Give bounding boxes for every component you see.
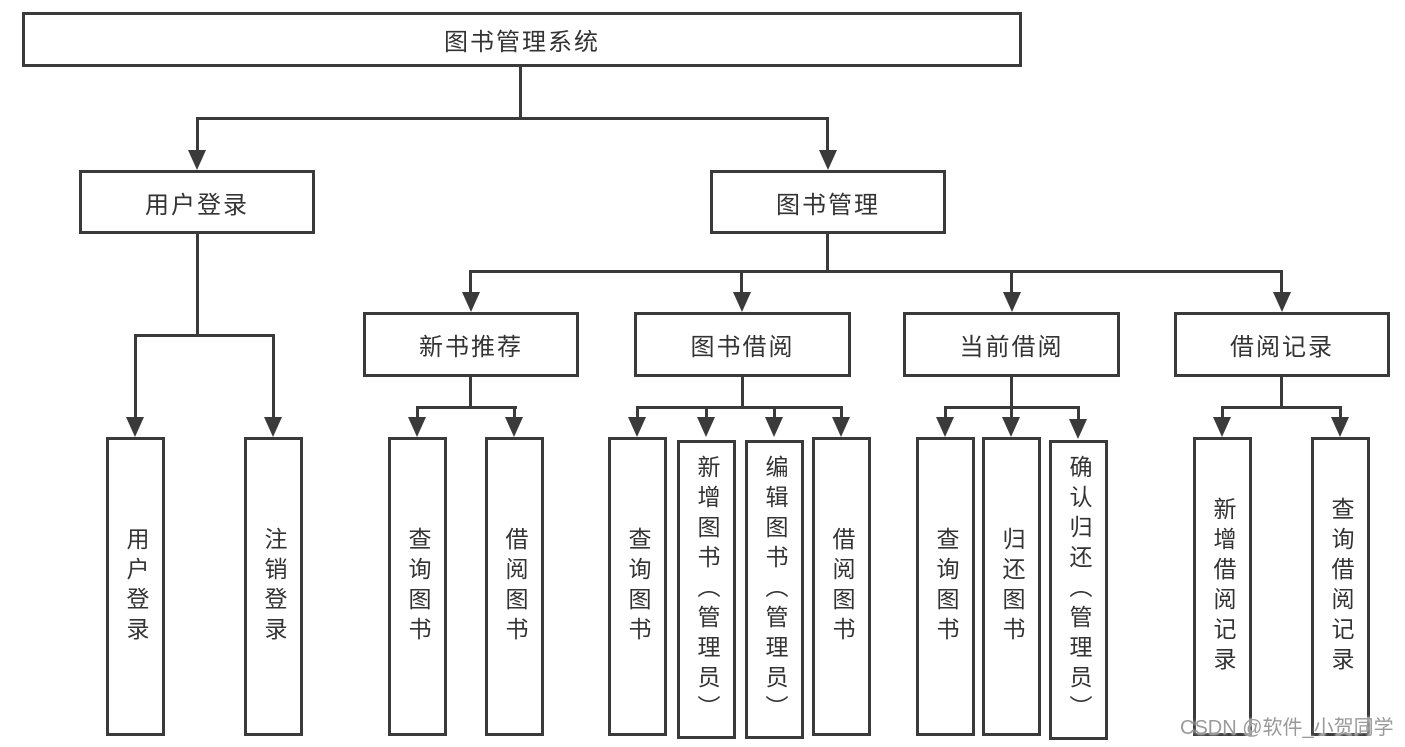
connector-line	[196, 117, 829, 120]
node-label: 编辑图书（管理员）	[762, 454, 788, 725]
node-label: 图书管理	[776, 191, 880, 219]
leaf-add-books-admin: 新增图书（管理员）	[677, 440, 736, 739]
leaf-add-borrow-record: 新增借阅记录	[1193, 437, 1252, 736]
connector-arrow-icon	[697, 417, 715, 437]
connector-line	[1077, 406, 1080, 419]
connector-line	[741, 377, 744, 408]
connector-line	[636, 406, 639, 419]
connector-line	[272, 334, 275, 419]
connector-line	[1010, 406, 1013, 419]
leaf-borrow-books-recommend: 借阅图书	[485, 437, 544, 736]
leaf-return-books: 归还图书	[982, 437, 1041, 736]
connector-arrow-icon	[264, 417, 282, 437]
connector-arrow-icon	[1069, 419, 1087, 439]
connector-arrow-icon	[936, 417, 954, 437]
connector-arrow-icon	[733, 292, 751, 312]
connector-arrow-icon	[505, 417, 523, 437]
connector-arrow-icon	[1213, 417, 1231, 437]
node-label: 图书管理系统	[444, 29, 600, 56]
connector-line	[513, 406, 516, 419]
connector-arrow-icon	[765, 417, 783, 437]
leaf-user-login: 用户登录	[106, 437, 165, 736]
node-label: 用户登录	[145, 191, 249, 219]
connector-line	[1221, 406, 1342, 409]
node-label: 新增借阅记录	[1210, 496, 1236, 677]
leaf-query-borrow-record: 查询借阅记录	[1311, 437, 1370, 736]
leaf-borrow-books-borrowing: 借阅图书	[812, 437, 871, 736]
connector-arrow-icon	[408, 417, 426, 437]
node-new-book-recommendation: 新书推荐	[363, 312, 579, 377]
leaf-logout: 注销登录	[244, 437, 303, 736]
connector-line	[1280, 270, 1283, 294]
connector-line	[416, 406, 419, 419]
leaf-query-books-current: 查询图书	[916, 437, 975, 736]
connector-line	[519, 67, 522, 120]
connector-line	[1339, 406, 1342, 419]
connector-arrow-icon	[126, 417, 144, 437]
connector-arrow-icon	[1003, 292, 1021, 312]
connector-line	[840, 406, 843, 419]
connector-line	[469, 270, 472, 294]
node-borrowing-records: 借阅记录	[1174, 312, 1390, 377]
node-label: 新增图书（管理员）	[694, 454, 720, 725]
connector-line	[134, 334, 275, 337]
connector-line	[705, 406, 708, 419]
node-label: 用户登录	[123, 526, 149, 647]
connector-arrow-icon	[819, 150, 837, 170]
connector-line	[196, 234, 199, 337]
connector-line	[1010, 270, 1013, 294]
connector-line	[134, 334, 137, 419]
connector-line	[740, 270, 743, 294]
connector-line	[826, 117, 829, 153]
connector-line	[1010, 377, 1013, 408]
connector-line	[773, 406, 776, 419]
connector-line	[944, 406, 947, 419]
node-label: 当前借阅	[959, 334, 1064, 361]
connector-line	[470, 270, 1283, 273]
node-book-borrowing: 图书借阅	[634, 312, 851, 377]
connector-line	[469, 377, 472, 408]
node-label: 注销登录	[261, 526, 287, 647]
node-label: 归还图书	[999, 526, 1025, 647]
connector-arrow-icon	[1331, 417, 1349, 437]
connector-arrow-icon	[188, 150, 206, 170]
node-label: 查询借阅记录	[1328, 496, 1354, 677]
connector-arrow-icon	[832, 417, 850, 437]
connector-arrow-icon	[462, 292, 480, 312]
connector-line	[636, 406, 843, 409]
node-label: 查询图书	[933, 526, 959, 647]
node-label: 借阅图书	[502, 526, 528, 647]
node-label: 图书借阅	[690, 334, 795, 361]
connector-line	[416, 406, 517, 409]
node-label: 借阅图书	[829, 526, 855, 647]
connector-line	[826, 234, 829, 273]
node-user-login: 用户登录	[79, 170, 315, 234]
node-book-management: 图书管理	[710, 170, 946, 234]
connector-line	[196, 117, 199, 153]
leaf-query-books-recommend: 查询图书	[388, 437, 447, 736]
node-label: 查询图书	[405, 526, 431, 647]
node-root-library-management-system: 图书管理系统	[22, 12, 1022, 67]
node-label: 新书推荐	[419, 334, 523, 361]
connector-line	[1280, 377, 1283, 408]
leaf-edit-books-admin: 编辑图书（管理员）	[745, 440, 804, 739]
node-current-borrowing: 当前借阅	[903, 312, 1120, 377]
node-label: 确认归还（管理员）	[1066, 455, 1092, 725]
csdn-watermark: CSDN @软件_小贺同学	[1180, 717, 1394, 739]
leaf-confirm-return-admin: 确认归还（管理员）	[1049, 440, 1108, 740]
connector-arrow-icon	[628, 417, 646, 437]
node-label: 借阅记录	[1230, 334, 1334, 361]
node-label: 查询图书	[625, 526, 651, 647]
connector-line	[1221, 406, 1224, 419]
connector-arrow-icon	[1002, 417, 1020, 437]
leaf-query-books-borrowing: 查询图书	[608, 437, 667, 736]
connector-arrow-icon	[1273, 292, 1291, 312]
